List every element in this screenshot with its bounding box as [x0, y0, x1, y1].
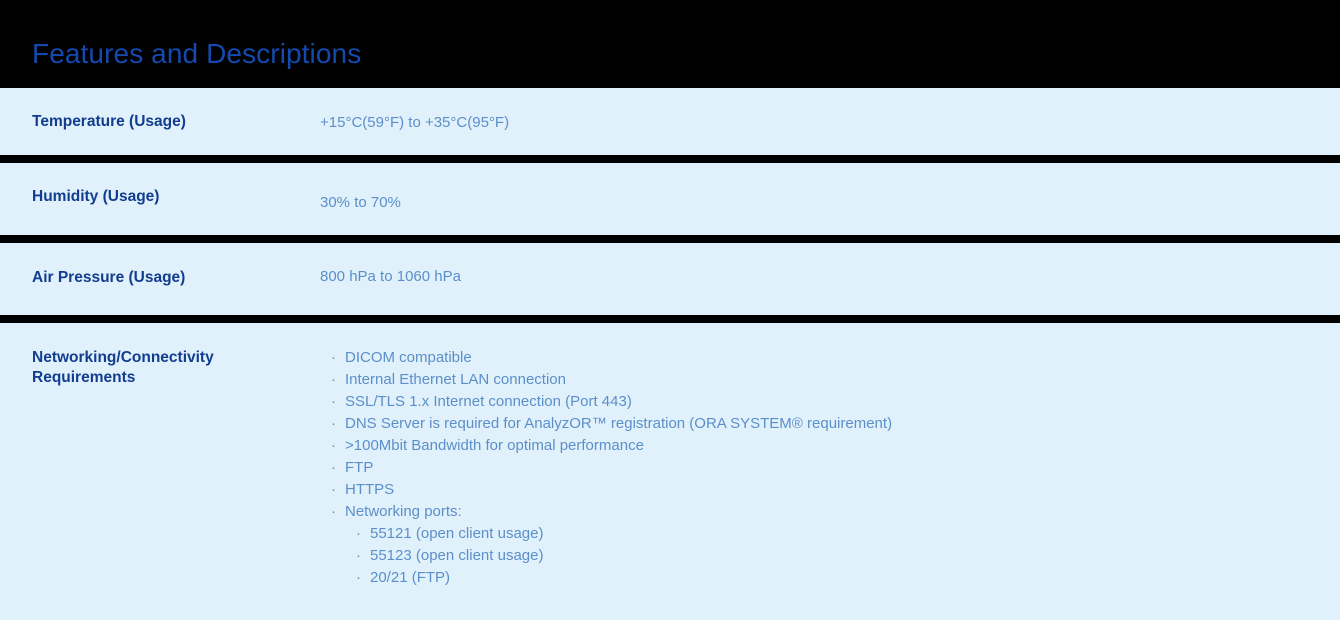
row-value-temperature: +15°C(59°F) to +35°C(95°F) [320, 114, 510, 131]
row-value-air-pressure: 800 hPa to 1060 hPa [320, 268, 461, 285]
bullet-item: · Internal Ethernet LAN connection [320, 369, 1280, 391]
sub-bullet-item-label: 55121 (open client usage) [370, 525, 544, 542]
bullet-dot-icon: · [356, 547, 361, 564]
bullet-item-label: DICOM compatible [345, 349, 472, 366]
networking-bullet-list: · DICOM compatible · Internal Ethernet LAN … [320, 347, 1280, 589]
bullet-dot-icon: · [356, 525, 361, 542]
bullet-item: · >100Mbit Bandwidth for optimal performa… [320, 435, 1280, 457]
bullet-dot-icon: · [331, 371, 336, 388]
networking-ports-sub-list: · 55121 (open client usage) · 55123 (open c… [345, 523, 1280, 589]
row-label-air-pressure: Air Pressure (Usage) [32, 269, 186, 286]
sub-bullet-item-label: 20/21 (FTP) [370, 569, 451, 586]
bullet-dot-icon: · [331, 415, 336, 432]
spec-row-humidity: Humidity (Usage) 30% to 70% [0, 163, 1340, 235]
sub-bullet-item: · 55121 (open client usage) [345, 523, 1280, 545]
row-label-networking: Networking/Connectivity Requirements [32, 348, 302, 388]
row-divider-1 [0, 155, 1340, 163]
sub-bullet-item-label: 55123 (open client usage) [370, 547, 544, 564]
bullet-item: · HTTPS [320, 479, 1280, 501]
bullet-item: · DICOM compatible [320, 347, 1280, 369]
spec-row-networking: Networking/Connectivity Requirements · DI… [0, 323, 1340, 620]
bullet-item: · DNS Server is required for AnalyzOR™ re… [320, 413, 1280, 435]
page-title: Features and Descriptions [32, 38, 362, 69]
row-label-networking-line1: Networking/Connectivity [32, 349, 214, 366]
bullet-dot-icon: · [331, 349, 336, 366]
bullet-item-label: FTP [345, 459, 374, 476]
spec-row-air-pressure: Air Pressure (Usage) 800 hPa to 1060 hPa [0, 243, 1340, 315]
bullet-item-label: >100Mbit Bandwidth for optimal performan… [345, 437, 644, 454]
bullet-dot-icon: · [331, 503, 336, 520]
bullet-item: · Networking ports: [320, 501, 1280, 523]
row-label-networking-line2: Requirements [32, 369, 136, 386]
bullet-dot-icon: · [331, 393, 336, 410]
bullet-dot-icon: · [331, 459, 336, 476]
bullet-item-label: SSL/TLS 1.x Internet connection (Port 44… [345, 393, 632, 410]
row-divider-3 [0, 315, 1340, 323]
row-label-humidity: Humidity (Usage) [32, 188, 160, 205]
row-label-temperature: Temperature (Usage) [32, 113, 186, 130]
bullet-dot-icon: · [356, 569, 361, 586]
bullet-dot-icon: · [331, 437, 336, 454]
bullet-item-label: Networking ports: [345, 503, 462, 520]
sub-bullet-item: · 20/21 (FTP) [345, 567, 1280, 589]
bullet-item: · SSL/TLS 1.x Internet connection (Port 4… [320, 391, 1280, 413]
row-divider-2 [0, 235, 1340, 243]
bullet-item-label: DNS Server is required for AnalyzOR™ reg… [345, 415, 893, 432]
bullet-item: · FTP [320, 457, 1280, 479]
row-value-humidity: 30% to 70% [320, 194, 401, 211]
bullet-item-label: Internal Ethernet LAN connection [345, 371, 566, 388]
header-band: Features and Descriptions [0, 0, 1340, 88]
bullet-item-label: HTTPS [345, 481, 395, 498]
spec-row-temperature: Temperature (Usage) +15°C(59°F) to +35°C… [0, 88, 1340, 155]
bullet-dot-icon: · [331, 481, 336, 498]
sub-bullet-item: · 55123 (open client usage) [345, 545, 1280, 567]
